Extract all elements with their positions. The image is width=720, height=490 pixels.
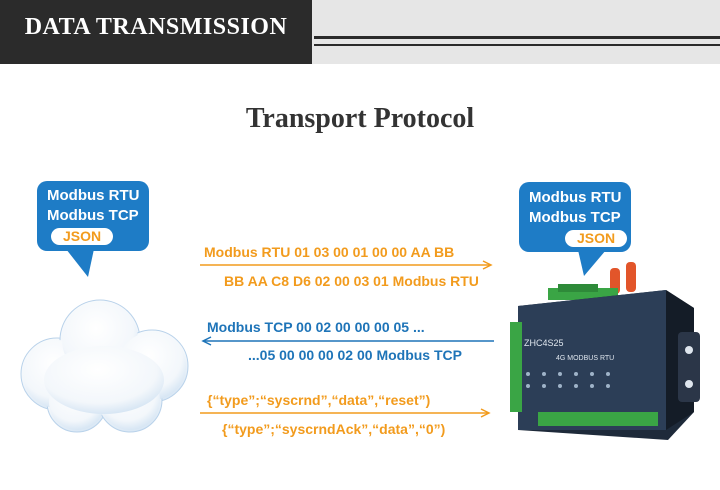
rtu-request-text: Modbus RTU 01 03 00 01 00 00 AA BB [204, 244, 455, 260]
banner-tab [0, 0, 312, 64]
right-bubble-json: JSON [565, 230, 628, 247]
cloud-icon [20, 299, 189, 433]
left-bubble-json: JSON [51, 228, 114, 245]
right-bubble-modbus-rtu: Modbus RTU [529, 189, 622, 206]
left-bubble-modbus-tcp: Modbus TCP [47, 207, 139, 224]
left-bubble-modbus-rtu: Modbus RTU [47, 187, 140, 204]
banner-rule-bottom [314, 44, 720, 46]
right-protocol-bubble: Modbus RTU Modbus TCP JSON [519, 182, 631, 252]
right-bubble-modbus-tcp: Modbus TCP [529, 209, 621, 226]
json-response-text: {“type”;“syscrndAck”,“data”,“0”) [222, 421, 446, 437]
rtu-device-image: ZHC4S25 4G MODBUS RTU [510, 262, 700, 440]
left-bubble-tail [66, 249, 94, 277]
tcp-response-text: ...05 00 00 00 02 00 Modbus TCP [248, 347, 462, 363]
banner-title: DATA TRANSMISSION [24, 14, 288, 40]
header-banner: DATA TRANSMISSION [0, 0, 720, 64]
json-request-text: {“type”;“syscrnd”,“data”,“reset”) [207, 392, 431, 408]
banner-rule-top [314, 36, 720, 39]
tcp-request-text: Modbus TCP 00 02 00 00 00 05 ... [207, 319, 425, 335]
arrow-left-blue [201, 336, 494, 346]
device-brand: ZHC4S25 [524, 338, 564, 348]
rtu-response-text: BB AA C8 D6 02 00 03 01 Modbus RTU [224, 273, 479, 289]
arrow-right-orange-1 [200, 260, 493, 270]
page-title: Transport Protocol [245, 103, 475, 134]
right-bubble-tail [578, 250, 606, 276]
left-protocol-bubble: Modbus RTU Modbus TCP JSON [37, 181, 149, 251]
device-model: 4G MODBUS RTU [556, 355, 614, 362]
arrow-right-orange-2 [200, 408, 491, 418]
